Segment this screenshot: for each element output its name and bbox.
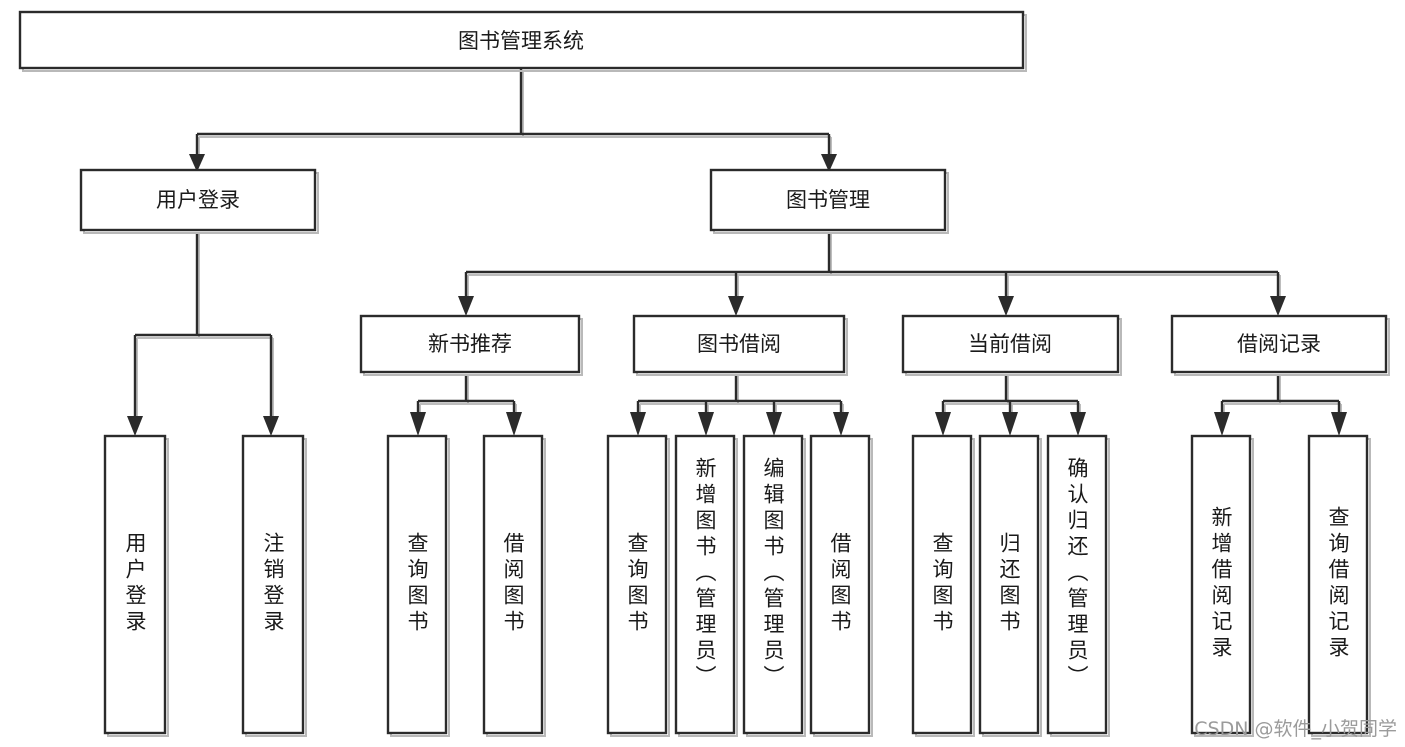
node-leaf-query-book-3-box[interactable]: [911, 434, 973, 735]
node-current-borrow[interactable]: 当前借阅: [901, 314, 1122, 376]
connector-book-borrow-bus-shadow: [639, 376, 844, 420]
arrow-head-to-new-book-recommend: [458, 296, 474, 316]
node-borrow-record-label: 借阅记录: [1237, 332, 1321, 356]
arrow-head-to-user-login: [189, 154, 205, 172]
node-leaf-add-book-label: 新增图书（管理员）: [693, 457, 717, 691]
connector-borrow-record-bus-shadow: [1223, 376, 1342, 420]
node-leaf-edit-book-box[interactable]: [742, 434, 804, 735]
node-leaf-add-book-box[interactable]: [674, 434, 736, 735]
arrow-head-to-leaf-add-record: [1214, 412, 1230, 436]
node-borrow-record-box[interactable]: [1170, 314, 1388, 374]
node-root-book-management-system[interactable]: 图书管理系统: [18, 10, 1027, 72]
node-borrow-record[interactable]: 借阅记录: [1170, 314, 1390, 376]
node-leaf-confirm-return-label: 确认归还（管理员）: [1065, 457, 1089, 691]
arrow-head-to-leaf-query-book-2: [630, 412, 646, 436]
connector-borrow-record-bus: [1220, 374, 1341, 418]
node-leaf-return-book-label: 归还图书: [997, 532, 1021, 636]
node-current-borrow-box[interactable]: [901, 314, 1120, 374]
node-user-login-label: 用户登录: [156, 188, 240, 212]
node-book-borrow[interactable]: 图书借阅: [632, 314, 848, 376]
arrow-head-to-current-borrow: [998, 296, 1014, 316]
node-leaf-query-record-box[interactable]: [1307, 434, 1369, 735]
node-new-book-recommend[interactable]: 新书推荐: [359, 314, 583, 376]
connector-book-management-bus-shadow: [467, 234, 1281, 300]
node-leaf-borrow-book-1-label: 借阅图书: [501, 532, 525, 636]
connector-layer: [127, 68, 1347, 436]
node-leaf-query-record-label: 查询借阅记录: [1326, 506, 1350, 662]
connector-root-bus-shadow: [198, 72, 832, 160]
node-leaf-add-record-label: 新增借阅记录: [1209, 506, 1233, 662]
connector-new-book-bus: [416, 374, 516, 418]
connector-user-login-bus: [133, 232, 273, 418]
node-root-box[interactable]: [18, 10, 1025, 70]
node-leaf-logout-login-box[interactable]: [241, 434, 305, 735]
arrow-head-to-leaf-logout-login: [263, 416, 279, 436]
node-leaf-confirm-return-box[interactable]: [1046, 434, 1108, 735]
node-leaf-user-login[interactable]: 用户登录: [103, 434, 169, 737]
connector-current-borrow-bus: [941, 374, 1080, 418]
node-leaf-logout-login-label: 注销登录: [261, 532, 285, 636]
arrow-head-to-leaf-user-login: [127, 416, 143, 436]
node-leaf-borrow-book-1-box[interactable]: [482, 434, 544, 735]
arrow-head-to-leaf-confirm-return: [1070, 412, 1086, 436]
arrow-head-to-leaf-add-book: [698, 412, 714, 436]
arrow-head-to-leaf-borrow-book-1: [506, 412, 522, 436]
node-leaf-user-login-label: 用户登录: [123, 532, 147, 636]
node-leaf-return-book[interactable]: 归还图书: [978, 434, 1042, 737]
node-book-borrow-box[interactable]: [632, 314, 846, 374]
node-leaf-query-book-1[interactable]: 查询图书: [386, 434, 450, 737]
node-leaf-add-book[interactable]: 新增图书（管理员）: [674, 434, 738, 737]
node-book-management-box[interactable]: [709, 168, 947, 232]
arrow-head-to-leaf-query-book-1: [410, 412, 426, 436]
connector-book-borrow-bus: [636, 374, 843, 418]
node-root-label: 图书管理系统: [458, 29, 584, 53]
node-leaf-query-book-3[interactable]: 查询图书: [911, 434, 975, 737]
node-new-book-recommend-label: 新书推荐: [428, 332, 512, 356]
arrow-head-to-leaf-edit-book: [766, 412, 782, 436]
node-user-login-box[interactable]: [79, 168, 317, 232]
connector-user-login-bus-shadow: [136, 234, 274, 420]
node-leaf-borrow-book-2-label: 借阅图书: [828, 532, 852, 636]
node-current-borrow-label: 当前借阅: [968, 332, 1052, 356]
node-book-borrow-label: 图书借阅: [697, 332, 781, 356]
connector-book-management-bus: [464, 232, 1280, 298]
node-leaf-return-book-box[interactable]: [978, 434, 1040, 735]
node-leaf-logout-login[interactable]: 注销登录: [241, 434, 307, 737]
node-leaf-query-book-2[interactable]: 查询图书: [606, 434, 670, 737]
node-leaf-query-record[interactable]: 查询借阅记录: [1307, 434, 1371, 737]
node-book-management-label: 图书管理: [786, 188, 870, 212]
arrow-head-to-leaf-borrow-book-2: [833, 412, 849, 436]
arrow-head-to-borrow-record: [1270, 296, 1286, 316]
connector-root-bus: [195, 68, 831, 156]
node-leaf-edit-book[interactable]: 编辑图书（管理员）: [742, 434, 806, 737]
node-leaf-add-record[interactable]: 新增借阅记录: [1190, 434, 1254, 737]
node-leaf-query-book-2-label: 查询图书: [625, 532, 649, 636]
arrow-head-to-book-management: [821, 154, 837, 172]
node-leaf-user-login-box[interactable]: [103, 434, 167, 735]
node-leaf-borrow-book-2-box[interactable]: [809, 434, 871, 735]
node-leaf-query-book-2-box[interactable]: [606, 434, 668, 735]
node-leaf-query-book-1-label: 查询图书: [405, 532, 429, 636]
node-leaf-borrow-book-2[interactable]: 借阅图书: [809, 434, 873, 737]
node-leaf-edit-book-label: 编辑图书（管理员）: [761, 457, 785, 691]
arrow-head-to-leaf-return-book: [1002, 412, 1018, 436]
node-leaf-query-book-3-label: 查询图书: [930, 532, 954, 636]
node-user-login[interactable]: 用户登录: [79, 168, 319, 234]
arrow-head-to-leaf-query-record: [1331, 412, 1347, 436]
node-book-management[interactable]: 图书管理: [709, 168, 949, 234]
connector-new-book-bus-shadow: [419, 376, 517, 420]
node-leaf-query-book-1-box[interactable]: [386, 434, 448, 735]
arrow-head-to-leaf-query-book-3: [935, 412, 951, 436]
node-leaf-borrow-book-1[interactable]: 借阅图书: [482, 434, 546, 737]
node-leaf-confirm-return[interactable]: 确认归还（管理员）: [1046, 434, 1110, 737]
node-new-book-recommend-box[interactable]: [359, 314, 581, 374]
arrow-head-to-book-borrow: [728, 296, 744, 316]
node-leaf-add-record-box[interactable]: [1190, 434, 1252, 735]
